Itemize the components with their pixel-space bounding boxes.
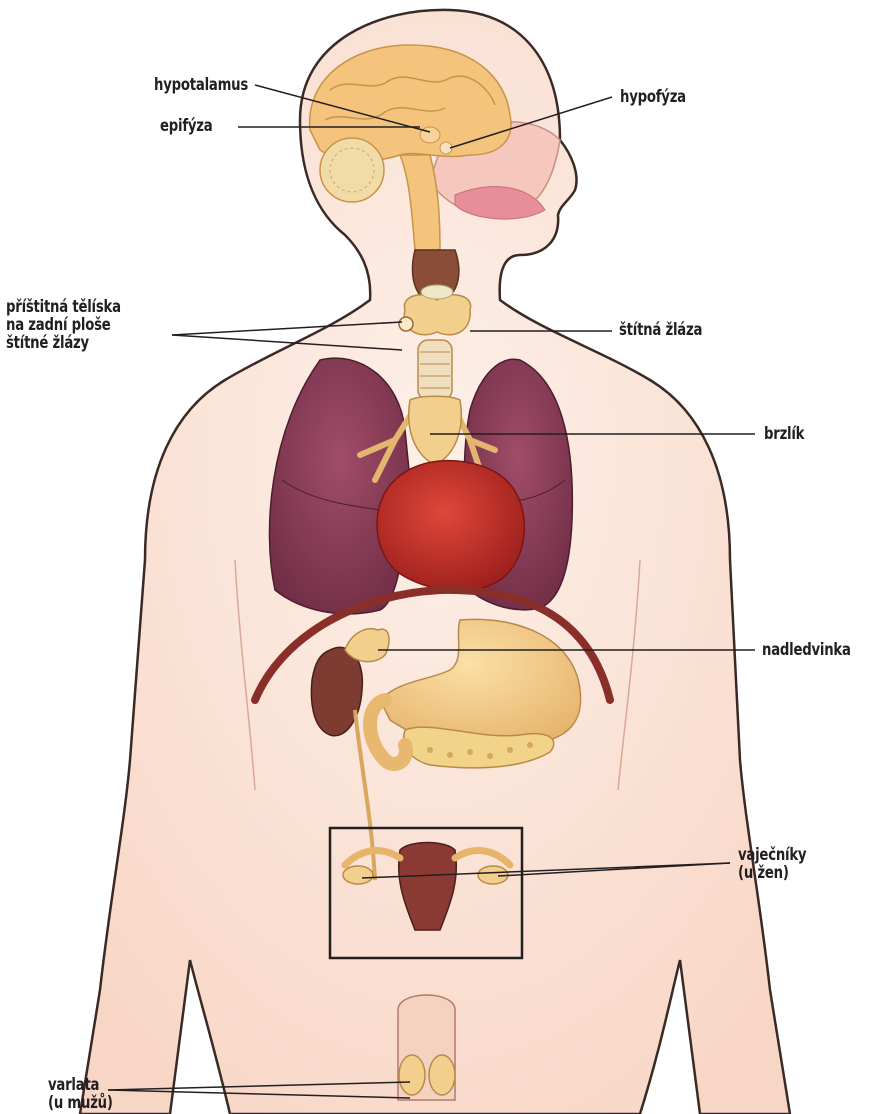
label-pristitna-teliska: příštitná tělíska na zadní ploše štítné …: [6, 298, 121, 352]
label-hypotalamus: hypotalamus: [154, 76, 248, 95]
right-testis: [429, 1055, 455, 1095]
label-hypofyza: hypofýza: [620, 88, 686, 107]
label-vajecniky-line2: (u žen): [738, 864, 806, 882]
label-brzlik: brzlík: [764, 425, 804, 444]
heart: [377, 461, 524, 591]
left-testis: [399, 1055, 425, 1095]
trachea: [418, 340, 452, 400]
label-varlata: varlata (u mužů): [48, 1076, 113, 1112]
label-nadledvinka: nadledvinka: [762, 641, 851, 660]
label-pristitna-line1: příštitná tělíska: [6, 298, 121, 316]
label-vajecniky: vaječníky (u žen): [738, 846, 806, 882]
label-pristitna-line3: štítné žlázy: [6, 334, 121, 352]
label-vajecniky-line1: vaječníky: [738, 846, 806, 864]
label-varlata-line1: varlata: [48, 1076, 113, 1094]
label-stitna-zlaza: štítná žláza: [619, 321, 702, 340]
label-epifyza: epifýza: [160, 117, 212, 136]
left-ovary: [343, 866, 373, 884]
label-varlata-line2: (u mužů): [48, 1094, 113, 1112]
label-pristitna-line2: na zadní ploše: [6, 316, 121, 334]
thyroid-gland: [404, 295, 470, 335]
parathyroid-gland: [399, 317, 413, 331]
